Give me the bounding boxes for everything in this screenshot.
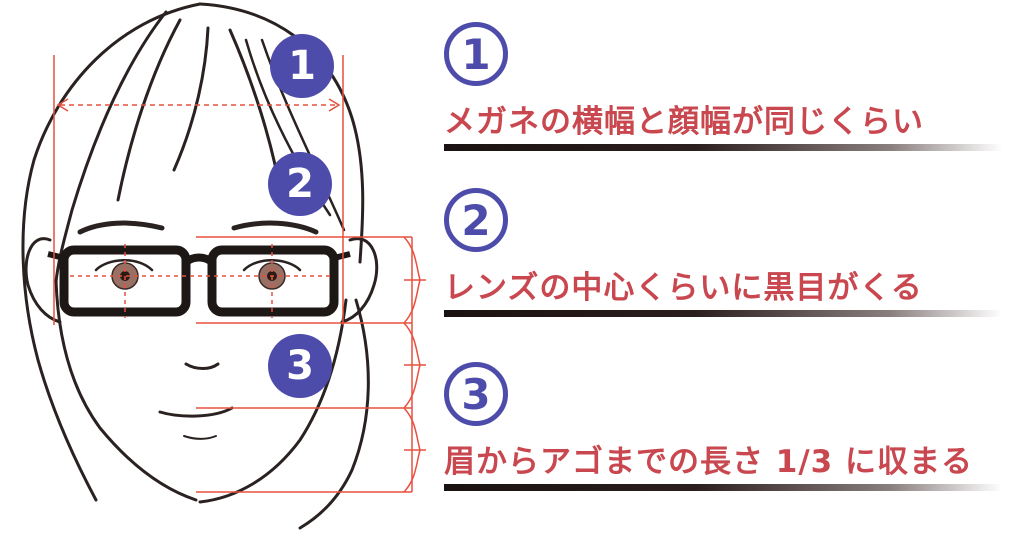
face-left-side (54, 278, 198, 502)
point-1-text: メガネの横幅と顔幅が同じくらい (444, 104, 924, 140)
hair-outline-left (21, 2, 202, 502)
bangs-strand-3 (172, 26, 210, 172)
ear-right (340, 237, 379, 324)
nose (184, 362, 220, 370)
point-3-text: 眉からアゴまでの長さ 1/3 に収まる (444, 444, 974, 480)
point-3-underline (444, 484, 1002, 491)
hair-strand-right-long (298, 298, 370, 530)
bangs-strand-2 (116, 18, 182, 202)
brow-right (231, 220, 319, 235)
point-3-number: 3 (444, 362, 508, 426)
bangs-strand-1 (54, 10, 168, 284)
guide-arrowhead-left (56, 98, 69, 112)
ear-left (24, 237, 62, 324)
point-2-number: 2 (444, 188, 508, 252)
glasses-temple-right (333, 251, 351, 261)
point-2-underline (444, 310, 1002, 317)
guide-arrowhead-right (328, 98, 341, 112)
badge-3: 3 (268, 334, 332, 398)
badge-1: 1 (270, 34, 334, 98)
face-right-side (198, 298, 348, 504)
eye-left-upper (94, 259, 154, 272)
hair-outline-right (198, 2, 365, 264)
glasses-temple-left (47, 251, 65, 261)
point-1-number: 1 (444, 22, 508, 86)
badge-2: 2 (268, 152, 332, 216)
glasses-bridge (183, 253, 215, 266)
brow-left (77, 220, 165, 235)
point-1-underline (444, 144, 1002, 151)
lower-lip (183, 435, 217, 440)
glasses-lens-right (207, 245, 339, 317)
point-2-text: レンズの中心くらいに黒目がくる (444, 270, 923, 306)
mouth (158, 406, 234, 418)
